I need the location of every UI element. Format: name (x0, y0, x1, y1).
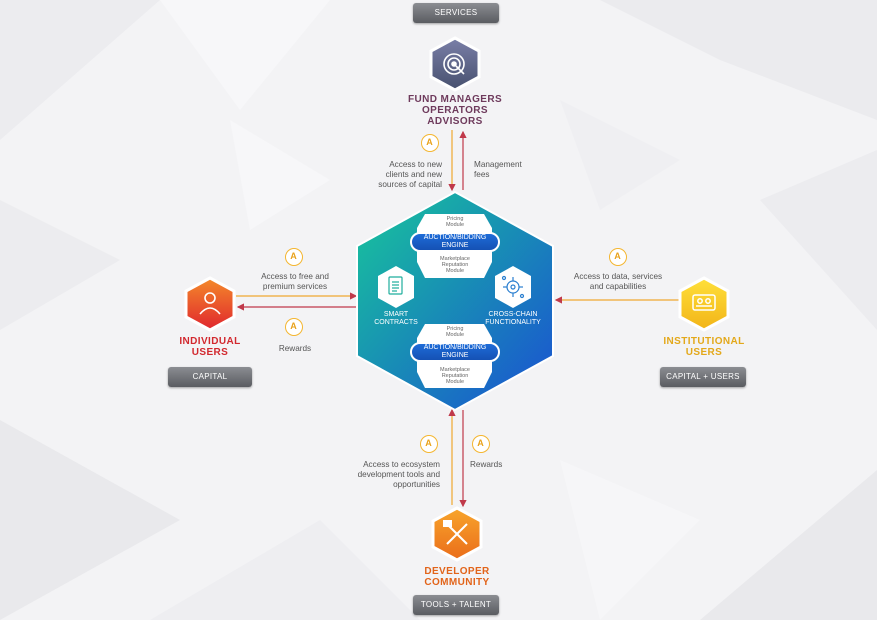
fund-managers-line-2: OPERATORS (421, 105, 489, 116)
institutional-users-title: INSTITUTIONAL USERS (663, 336, 745, 358)
token-icon: A (609, 248, 627, 266)
tools-icon (443, 520, 468, 545)
cross-chain-label: CROSS-CHAIN FUNCTIONALITY (485, 311, 541, 326)
capital-tag: CAPITAL (168, 367, 252, 387)
gear-network-icon (501, 275, 525, 299)
token-icon: A (285, 318, 303, 336)
individual-users-hex (184, 276, 236, 332)
user-icon (199, 292, 221, 315)
token-icon: A (285, 248, 303, 266)
lower-pricing-module: Pricing Module (445, 326, 465, 338)
upper-pricing-module: Pricing Module (445, 216, 465, 228)
smart-contracts-hex (378, 266, 414, 308)
flow-left-out-label: Rewards (278, 344, 312, 353)
individual-users-title: INDIVIDUAL USERS (179, 336, 241, 358)
upper-reputation-module: Marketplace Reputation Module (440, 256, 470, 274)
flow-top-out-label: Management fees (474, 160, 522, 179)
developer-community-title: DEVELOPER COMMUNITY (424, 566, 490, 588)
fund-managers-title: FUND MANAGERS OPERATORS ADVISORS (390, 94, 520, 127)
institutional-users-hex (678, 276, 730, 332)
fund-managers-line-3: ADVISORS (427, 116, 483, 127)
central-hub-hexagon (356, 190, 554, 412)
token-icon: A (420, 435, 438, 453)
services-tag: SERVICES (413, 3, 499, 23)
token-icon: A (472, 435, 490, 453)
target-icon (443, 53, 465, 75)
id-card-icon (692, 294, 716, 311)
smart-contracts-label: SMART CONTRACTS (374, 311, 418, 326)
tools-talent-tag: TOOLS + TALENT (413, 595, 499, 615)
flow-right-in-label: Access to data, services and capabilitie… (573, 272, 663, 291)
flow-bottom-in-label: Access to ecosystem development tools an… (357, 460, 440, 489)
flow-top-in-label: Access to new clients and new sources of… (378, 160, 442, 189)
flow-bottom-out-label: Rewards (470, 460, 503, 469)
lower-reputation-module: Marketplace Reputation Module (440, 367, 470, 385)
flow-left-in-label: Access to free and premium services (261, 272, 329, 291)
token-icon: A (421, 134, 439, 152)
capital-users-tag: CAPITAL + USERS (660, 367, 746, 387)
document-icon (388, 276, 403, 295)
fund-managers-line-1: FUND MANAGERS (407, 94, 503, 105)
